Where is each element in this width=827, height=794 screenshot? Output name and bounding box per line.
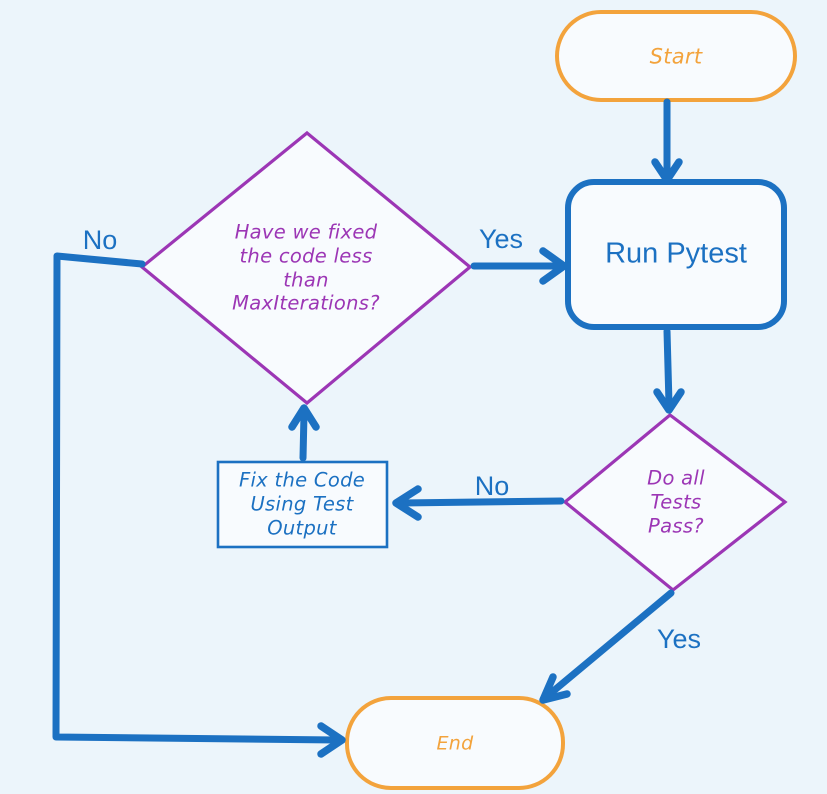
arrow-max-iterations-no-to-end [52, 252, 341, 744]
max-iterations-decision-shape [139, 130, 473, 406]
fix-code-label: Fix the Code Using Test Output [238, 468, 366, 539]
fix-code-process-shape [216, 460, 389, 549]
end-label: End [436, 732, 474, 755]
arrowhead-start-to-run-pytest [651, 158, 683, 184]
arrow-tests-pass-yes-to-end [547, 589, 675, 697]
edge-label-no-to-end: No [82, 224, 118, 255]
tests-pass-decision-shape [562, 412, 788, 593]
tests-pass-label: Do all Tests Pass? [647, 466, 705, 537]
edge-label-yes-to-run-pytest: Yes [478, 223, 524, 254]
arrowhead-fix-code-to-max-iterations [288, 404, 320, 431]
arrow-fix-code-to-max-iterations [299, 410, 308, 462]
run-pytest-label: Run Pytest [605, 237, 747, 270]
arrowhead-tests-pass-yes-to-end [539, 673, 571, 704]
edge-label-yes-to-end: Yes [656, 623, 702, 654]
arrowhead-tests-pass-no-to-fix-code [392, 485, 422, 521]
run-pytest-process-shape [565, 179, 787, 330]
edge-label-no-to-fix-code: No [474, 470, 510, 501]
arrowhead-max-iterations-no-to-end [317, 722, 346, 758]
arrow-tests-pass-no-to-fix-code [397, 497, 565, 507]
max-iterations-label: Have we fixed the code less than MaxIter… [232, 220, 380, 315]
arrow-run-pytest-to-tests-pass [663, 327, 673, 408]
arrowhead-run-pytest-to-tests-pass [653, 388, 685, 414]
start-terminator-shape [555, 10, 797, 102]
end-terminator-shape [345, 696, 565, 790]
start-label: Start [649, 44, 703, 69]
arrowhead-max-iterations-yes-to-run-pytest [539, 247, 568, 285]
